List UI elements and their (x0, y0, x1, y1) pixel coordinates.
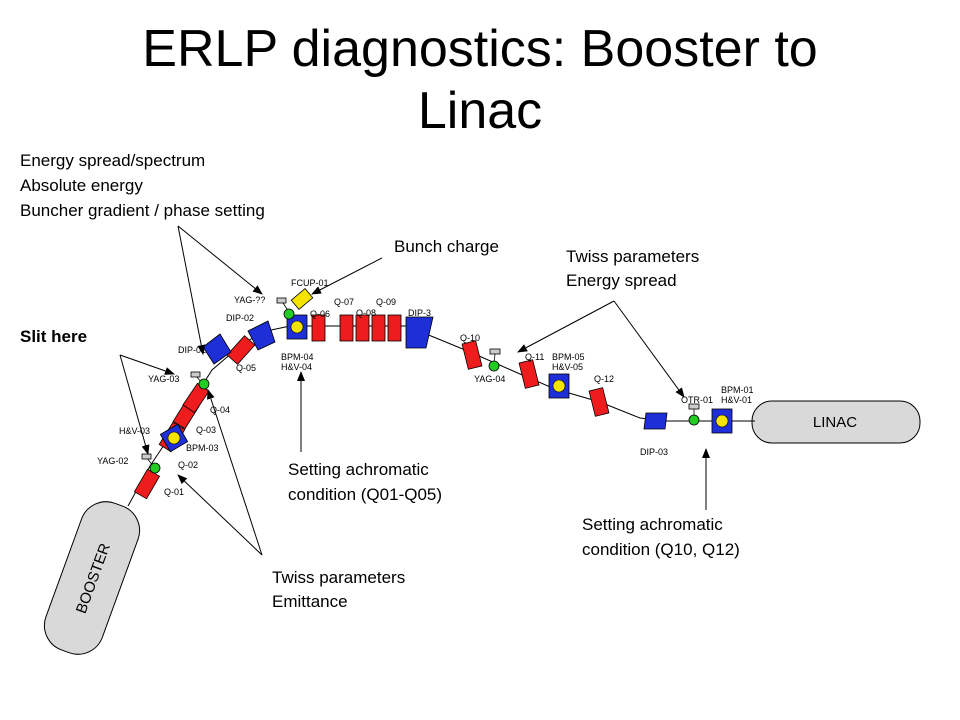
arrow-twiss-to-yag04 (517, 300, 615, 353)
label-otr01: OTR-01 (681, 395, 713, 405)
screen-yag04 (488, 360, 500, 372)
svg-text:Absolute energy: Absolute energy (20, 176, 143, 195)
annotation-achromatic-right: Setting achromatic condition (Q10, Q12) (582, 515, 740, 559)
annotation-twiss-energy: Twiss parameters Energy spread (566, 247, 699, 290)
arrow-bunch-charge (311, 257, 383, 295)
arrow-slit-to-yag03 (119, 354, 175, 375)
label-q03: Q-03 (196, 425, 216, 435)
label-dip03: DIP-03 (640, 447, 668, 457)
screen-yag-unknown (283, 308, 295, 320)
bpm-04 (286, 314, 308, 340)
linac-label: LINAC (813, 414, 857, 431)
arrow-energy-to-dip01 (177, 225, 206, 355)
label-q04: Q-04 (210, 405, 230, 415)
svg-text:Energy spread/spectrum: Energy spread/spectrum (20, 151, 205, 170)
screen-yag03 (198, 378, 210, 390)
label-q07: Q-07 (334, 297, 354, 307)
label-q09: Q-09 (376, 297, 396, 307)
label-yag02: YAG-02 (97, 456, 128, 466)
dipole-dip02 (247, 320, 276, 351)
label-bpm05: BPM-05 (552, 352, 585, 362)
label-q10: Q-10 (460, 333, 480, 343)
svg-text:Setting achromatic: Setting achromatic (582, 515, 723, 534)
title-line-2: Linac (417, 82, 543, 140)
linac-vessel: LINAC (751, 400, 921, 444)
label-dip02: DIP-02 (226, 313, 254, 323)
title-line-1: ERLP diagnostics: Booster to (142, 20, 818, 78)
dipole-dip3 (405, 316, 434, 349)
annotation-energy: Energy spread/spectrum Absolute energy B… (20, 151, 265, 220)
label-q01: Q-01 (164, 487, 184, 497)
quadrupole-q01 (133, 468, 161, 500)
faraday-cup-fcup01 (290, 288, 314, 310)
svg-text:Twiss parameters: Twiss parameters (566, 247, 699, 266)
arrow-twiss-to-otr01 (613, 300, 685, 398)
label-q06: Q-06 (310, 309, 330, 319)
annotation-slit-here: Slit here (20, 327, 87, 346)
bpm-01 (711, 408, 733, 434)
label-fcup01: FCUP-01 (291, 278, 329, 288)
label-q08: Q-08 (356, 308, 376, 318)
label-yag-unknown: YAG-?? (234, 295, 265, 305)
dipole-dip03 (643, 412, 668, 430)
svg-text:Buncher gradient / phase setti: Buncher gradient / phase setting (20, 201, 265, 220)
quadrupole-q10 (461, 340, 483, 370)
label-dip3: DIP-3 (408, 308, 431, 318)
screen-otr01 (688, 414, 700, 426)
svg-text:condition (Q01-Q05): condition (Q01-Q05) (288, 485, 442, 504)
dipole-dip01 (202, 333, 232, 365)
svg-text:Setting achromatic: Setting achromatic (288, 460, 429, 479)
bpm-03 (159, 423, 189, 453)
label-q05: Q-05 (236, 363, 256, 373)
label-bpm03: BPM-03 (186, 443, 219, 453)
annotation-achromatic-left: Setting achromatic condition (Q01-Q05) (288, 460, 442, 504)
label-yag04: YAG-04 (474, 374, 505, 384)
label-hv04: H&V-04 (281, 362, 312, 372)
booster-vessel: BOOSTER (43, 501, 141, 655)
arrow-energy-to-yag (177, 225, 263, 295)
label-bpm01: BPM-01 (721, 385, 754, 395)
quadrupole-q12 (588, 387, 610, 417)
annotation-twiss-emittance: Twiss parameters Emittance (272, 568, 405, 611)
arrow-slit-to-yag02 (119, 354, 150, 455)
label-dip01: DIP-01 (178, 345, 206, 355)
label-bpm04: BPM-04 (281, 352, 314, 362)
quadrupole-q06 (311, 314, 326, 342)
label-yag03: YAG-03 (148, 374, 179, 384)
quadrupole-q07-a (339, 314, 354, 342)
page-title: ERLP diagnostics: Booster to Linac (0, 18, 960, 142)
arrow-twiss-emit-to-yag03 (206, 389, 263, 556)
svg-text:Energy spread: Energy spread (566, 271, 677, 290)
label-q11: Q-11 (525, 352, 544, 362)
quadrupole-q05 (226, 335, 256, 365)
screen-yag02 (149, 462, 161, 474)
quadrupole-q08 (371, 314, 386, 342)
quadrupole-q11 (518, 359, 540, 389)
svg-text:condition (Q10, Q12): condition (Q10, Q12) (582, 540, 740, 559)
quadrupole-q09 (387, 314, 402, 342)
label-hv01: H&V-01 (721, 395, 752, 405)
arrow-twiss-emit-to-yag02 (177, 474, 263, 556)
annotation-bunch-charge: Bunch charge (394, 237, 499, 256)
svg-text:Emittance: Emittance (272, 592, 348, 611)
label-q12: Q-12 (594, 374, 614, 384)
bpm-05 (548, 373, 570, 399)
label-q02: Q-02 (178, 460, 198, 470)
quadrupole-q07-b (355, 314, 370, 342)
svg-text:Twiss parameters: Twiss parameters (272, 568, 405, 587)
label-hv03: H&V-03 (119, 426, 150, 436)
label-hv05: H&V-05 (552, 362, 583, 372)
